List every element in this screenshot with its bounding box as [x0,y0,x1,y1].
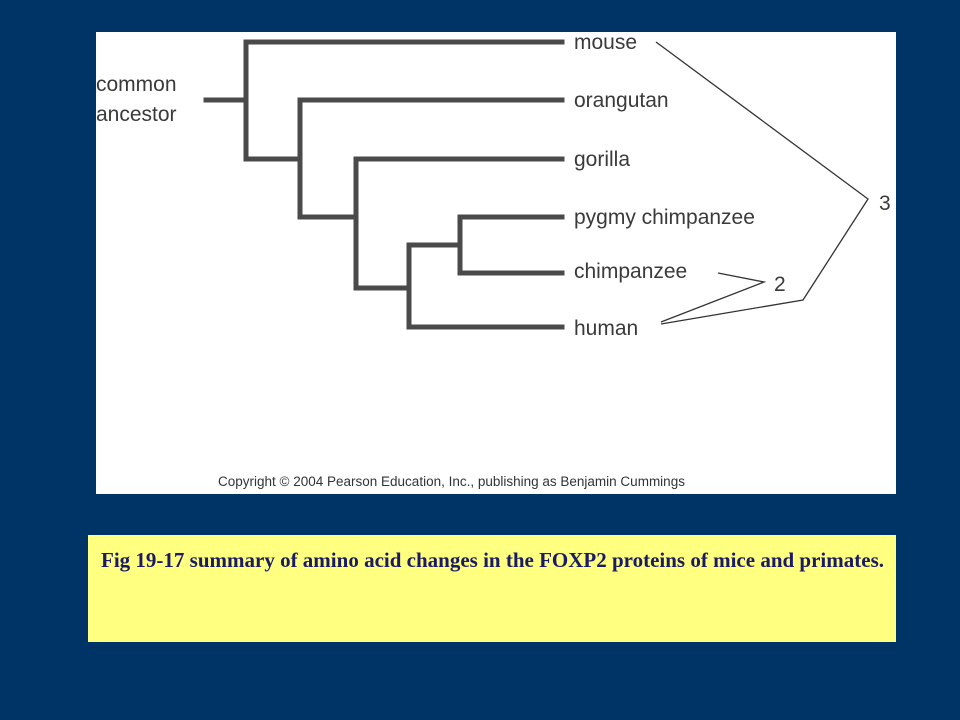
caption-box: Fig 19-17 summary of amino acid changes … [88,535,896,642]
copyright-notice: Copyright © 2004 Pearson Education, Inc.… [218,474,685,489]
bracket-chimp-human [660,272,767,323]
taxon-label-orangutan: orangutan [574,89,669,112]
taxon-label-pygmy-chimpanzee: pygmy chimpanzee [574,206,755,229]
taxon-label-mouse: mouse [574,32,637,54]
taxon-label-human: human [574,317,638,340]
comparison-brackets [655,41,869,325]
root-label-line1: common [96,73,177,96]
figure-caption: Fig 19-17 summary of amino acid changes … [101,548,884,572]
tree-branches [203,39,565,330]
taxon-label-chimpanzee: chimpanzee [574,260,687,283]
root-label-line2: ancestor [96,103,177,126]
change-count-mouse-human: 3 [879,192,891,215]
bracket-mouse-human [655,41,869,325]
phylogenetic-tree: common ancestor mouse orangutan gorilla … [96,32,891,489]
taxon-label-gorilla: gorilla [574,148,630,171]
change-count-chimp-human: 2 [774,273,786,296]
figure-panel: common ancestor mouse orangutan gorilla … [96,32,896,494]
